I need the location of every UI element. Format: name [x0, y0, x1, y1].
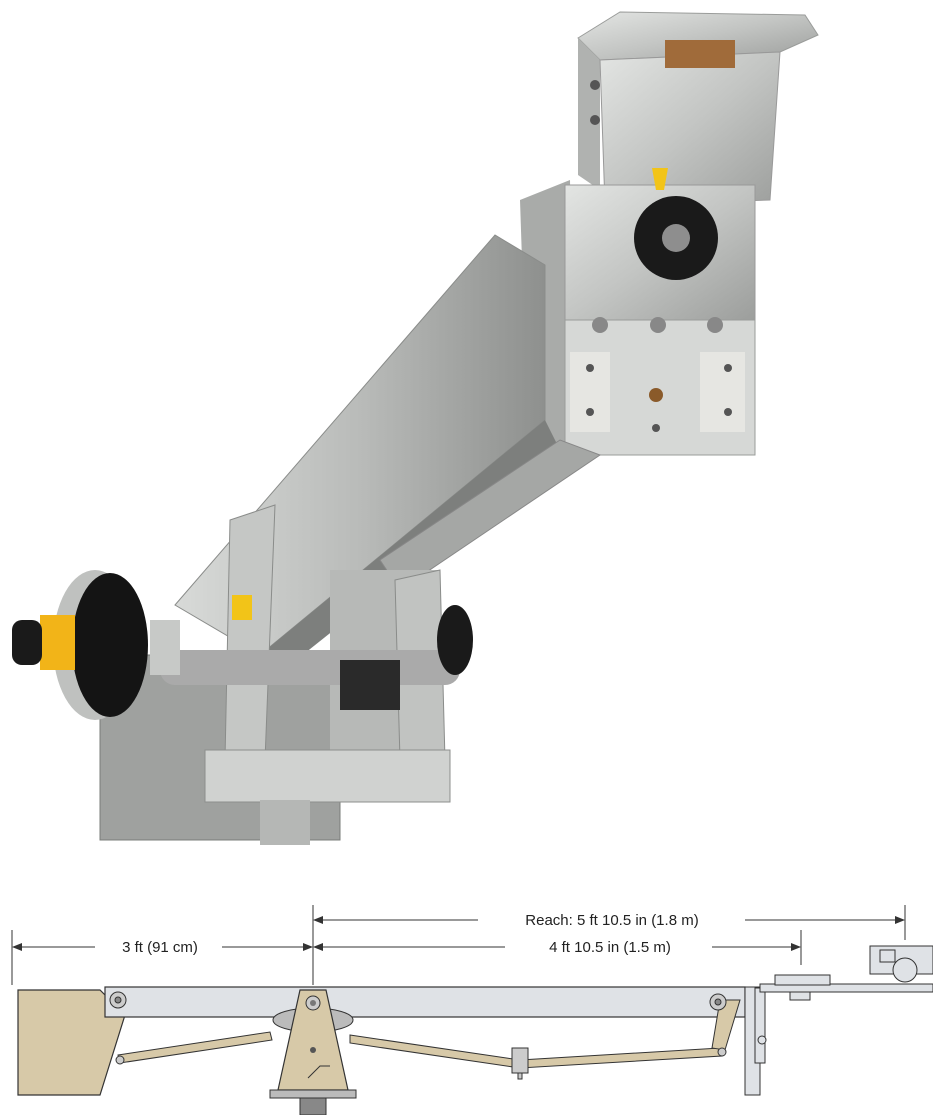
crane-arm-photo: [12, 11, 819, 845]
top-mount-plate: [577, 11, 819, 206]
pivot-points: [109, 991, 727, 1065]
dimension-diagram: Reach: 5 ft 10.5 in (1.8 m) 3 ft (91 cm)…: [11, 905, 933, 1115]
rear-dimension: 3 ft (91 cm): [12, 939, 313, 956]
fulcrum-tower: [269, 989, 357, 1115]
strut-clamp: [511, 1047, 529, 1080]
diagram-arm: [104, 986, 746, 1018]
lower-struts: [117, 999, 741, 1069]
counterweight-hub: [12, 570, 473, 720]
pivot-base: [99, 504, 460, 845]
locking-knob-icon: [634, 168, 718, 280]
front-dimension: 4 ft 10.5 in (1.5 m): [313, 939, 801, 956]
reach-dimension: Reach: 5 ft 10.5 in (1.8 m): [313, 912, 905, 929]
counterweight-box: [17, 989, 126, 1096]
camera-bracket: [744, 945, 933, 1096]
front-length-label: 4 ft 10.5 in (1.5 m): [549, 939, 671, 956]
rear-length-label: 3 ft (91 cm): [122, 939, 198, 956]
reach-label: Reach: 5 ft 10.5 in (1.8 m): [525, 912, 698, 929]
